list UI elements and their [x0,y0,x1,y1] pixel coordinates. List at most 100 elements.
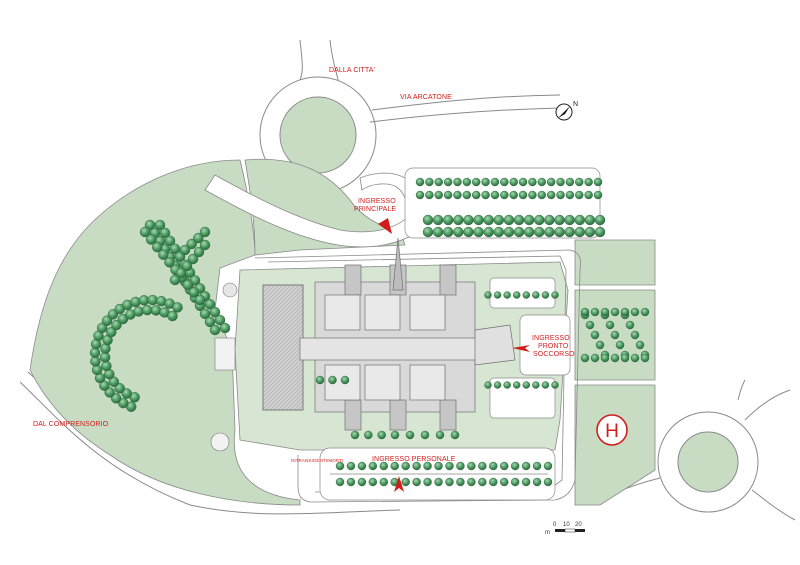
tree [133,306,144,317]
label-ingresso-principale-2: PRINCIPALE [354,206,396,213]
tree [610,307,620,317]
tree [172,302,183,313]
tree [610,330,620,340]
tree [423,477,432,487]
tree [130,296,141,308]
tree [346,477,356,487]
tree [620,353,630,363]
label-ingresso-ps-3: SOCCORSO [533,351,575,358]
tree [493,381,502,389]
tree [456,461,465,471]
tree [164,235,176,247]
tree [543,477,553,487]
tree [154,219,166,231]
tree [462,190,472,200]
tree [534,226,545,238]
tree [390,430,400,440]
tree [473,214,484,226]
tree [500,461,509,471]
tree [503,291,511,299]
tree [481,190,490,200]
tree [483,226,494,238]
roundabout-south-inner [677,431,739,493]
tree [194,294,206,306]
tree [199,308,211,320]
tree [346,461,356,471]
label-ingresso-principale-1: INGRESSO [358,198,396,205]
label-via-arcatone: VIA ARCATONE [400,94,452,101]
tree [434,477,443,487]
tree [188,287,200,298]
tree [142,304,153,316]
tree [478,477,487,487]
tree [179,244,191,256]
tree [106,326,117,338]
tree [405,430,415,440]
tree [463,226,474,238]
tree [340,375,350,385]
tree [483,214,494,226]
tree [630,307,640,317]
tree [564,214,575,226]
tree [528,177,537,187]
tree [147,294,158,306]
tree [432,214,444,226]
tree [379,477,388,487]
tree [593,177,603,187]
tree [565,190,575,200]
entrance-kiosk [214,337,236,371]
tree [139,226,151,238]
tree [532,381,540,389]
tree [434,461,443,471]
tree [615,340,625,350]
tree [453,214,464,226]
tree [543,461,553,471]
circular-structure [222,282,238,298]
lawn-east-strip [574,239,656,286]
tree [472,190,481,200]
tree [590,307,600,317]
tree [532,291,540,299]
tree [118,397,129,409]
tree [513,214,525,226]
arrow-ingresso-pronto-soccorso [512,345,530,352]
tree [500,477,509,487]
tree [412,477,421,487]
tree [164,257,175,268]
tree [574,214,585,226]
tree [364,430,373,440]
tree [377,430,386,440]
tree [493,291,502,299]
tree [453,226,464,238]
tree [462,177,472,187]
small-rotunda [210,432,230,452]
tree [99,352,111,363]
tree [443,214,454,226]
tree [541,291,550,299]
tree [510,461,520,471]
tree [412,461,421,471]
tree [401,461,410,471]
tree [209,324,221,336]
scale-tick-0: 0 [553,522,557,528]
tree [584,226,596,238]
tree [472,177,481,187]
tree [145,234,157,245]
tree [434,177,443,187]
tree [544,214,555,226]
tree [594,226,606,238]
tree [575,190,584,200]
tree [580,307,590,317]
tree [199,226,211,238]
tree [518,177,528,187]
tree [89,347,101,358]
label-dalla-citta: DALLA CITTA' [329,67,375,74]
tree [204,299,216,310]
label-small-entrance: INTRANSIGENTI/MORTI [291,458,343,463]
tree [432,226,444,238]
tree-layer [89,177,650,487]
tree [350,430,360,440]
tree [467,461,476,471]
tree [554,226,565,238]
